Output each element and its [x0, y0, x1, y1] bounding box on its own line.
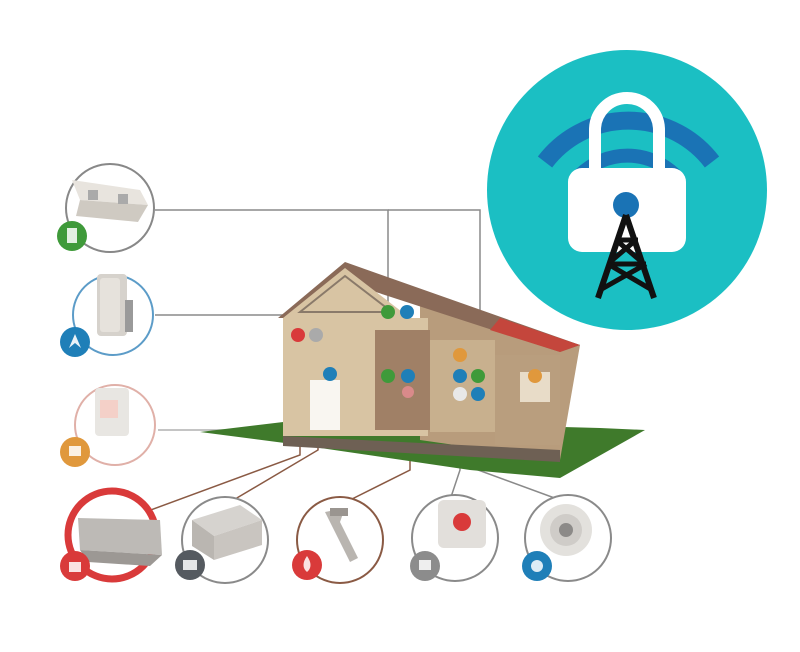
- device-tamper-protected[interactable]: [60, 487, 162, 583]
- panic-button-icon: [438, 500, 486, 548]
- lock-shackle: [589, 92, 665, 175]
- control-panel-icon: [95, 388, 129, 436]
- camera-housing-icon: [192, 505, 262, 560]
- device-control-panel[interactable]: [60, 384, 156, 467]
- hub-icon: [487, 50, 767, 330]
- device-smoke-detector[interactable]: [522, 494, 612, 582]
- device-water-leak-sensor[interactable]: [292, 496, 384, 584]
- tamper-device-icon: [78, 518, 162, 566]
- foundation: [283, 436, 560, 462]
- smoke-detector-icon: [540, 504, 592, 556]
- house-sensor-dots: [291, 305, 542, 401]
- contact-sensor-icon: [72, 180, 148, 222]
- roof-red-edge: [490, 318, 580, 352]
- house-cutaway-icon: [200, 262, 645, 478]
- leak-probe-icon: [325, 508, 358, 562]
- radio-tower-icon: [595, 192, 657, 299]
- motion-sensor-icon: [97, 274, 133, 336]
- device-camera-housing[interactable]: [175, 496, 269, 584]
- doorway: [310, 380, 340, 430]
- device-motion-sensor[interactable]: [60, 274, 154, 357]
- signal-arc-outer: [537, 111, 720, 168]
- device-panic-button[interactable]: [410, 494, 499, 582]
- device-door-contact-sensor[interactable]: [57, 163, 155, 253]
- gable: [283, 268, 410, 318]
- line-device-5: [224, 440, 319, 506]
- line-hub-branch: [388, 209, 481, 312]
